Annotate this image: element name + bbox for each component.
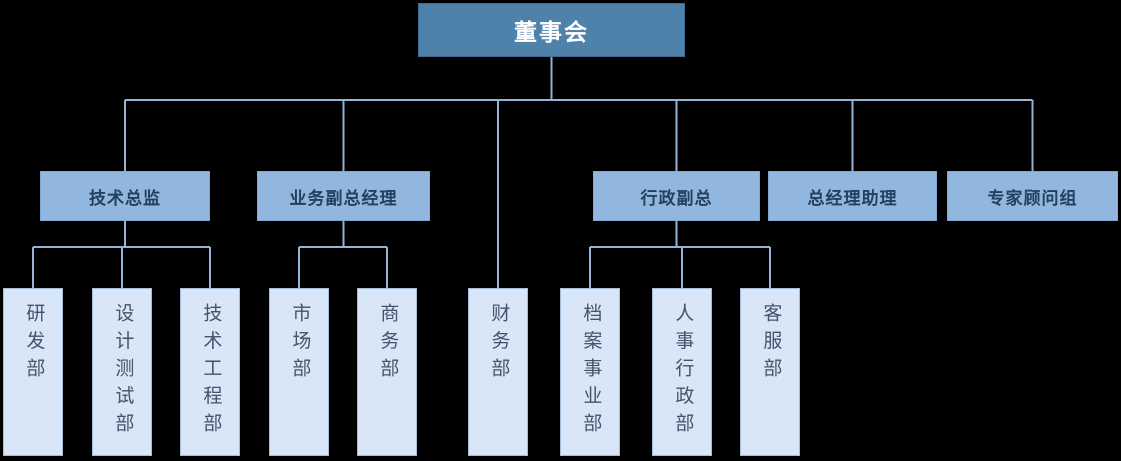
- node-archives-dept[interactable]: 档案事业部: [560, 288, 620, 456]
- node-marketing-dept-label: 市场部: [289, 303, 311, 386]
- node-customer-service-dept[interactable]: 客服部: [740, 288, 800, 456]
- node-gm-assistant-label: 总经理助理: [807, 188, 898, 208]
- node-gm-assistant[interactable]: 总经理助理: [768, 171, 937, 221]
- node-rd-dept[interactable]: 研发部: [3, 288, 63, 456]
- node-hr-admin-dept[interactable]: 人事行政部: [652, 288, 712, 456]
- node-admin-deputy[interactable]: 行政副总: [593, 171, 760, 221]
- node-rd-dept-label: 研发部: [23, 303, 45, 386]
- node-tech-director-label: 技术总监: [89, 188, 161, 208]
- node-tech-engineering-dept-label: 技术工程部: [200, 303, 222, 441]
- node-marketing-dept[interactable]: 市场部: [269, 288, 329, 456]
- node-board[interactable]: 董事会: [418, 3, 685, 57]
- node-design-test-dept-label: 设计测试部: [112, 303, 134, 441]
- node-business-deputy-gm-label: 业务副总经理: [289, 188, 398, 208]
- node-expert-advisors[interactable]: 专家顾问组: [947, 171, 1118, 221]
- node-customer-service-dept-label: 客服部: [760, 303, 782, 386]
- node-hr-admin-dept-label: 人事行政部: [672, 303, 694, 441]
- node-admin-deputy-label: 行政副总: [640, 188, 713, 208]
- node-board-label: 董事会: [514, 19, 589, 45]
- node-tech-engineering-dept[interactable]: 技术工程部: [180, 288, 240, 456]
- node-finance-dept[interactable]: 财务部: [468, 288, 528, 456]
- node-commerce-dept-label: 商务部: [377, 303, 399, 386]
- node-commerce-dept[interactable]: 商务部: [357, 288, 417, 456]
- node-business-deputy-gm[interactable]: 业务副总经理: [257, 171, 430, 221]
- node-tech-director[interactable]: 技术总监: [40, 171, 210, 221]
- node-finance-dept-label: 财务部: [488, 303, 510, 386]
- node-design-test-dept[interactable]: 设计测试部: [92, 288, 152, 456]
- node-archives-dept-label: 档案事业部: [580, 303, 602, 441]
- node-expert-advisors-label: 专家顾问组: [987, 188, 1078, 208]
